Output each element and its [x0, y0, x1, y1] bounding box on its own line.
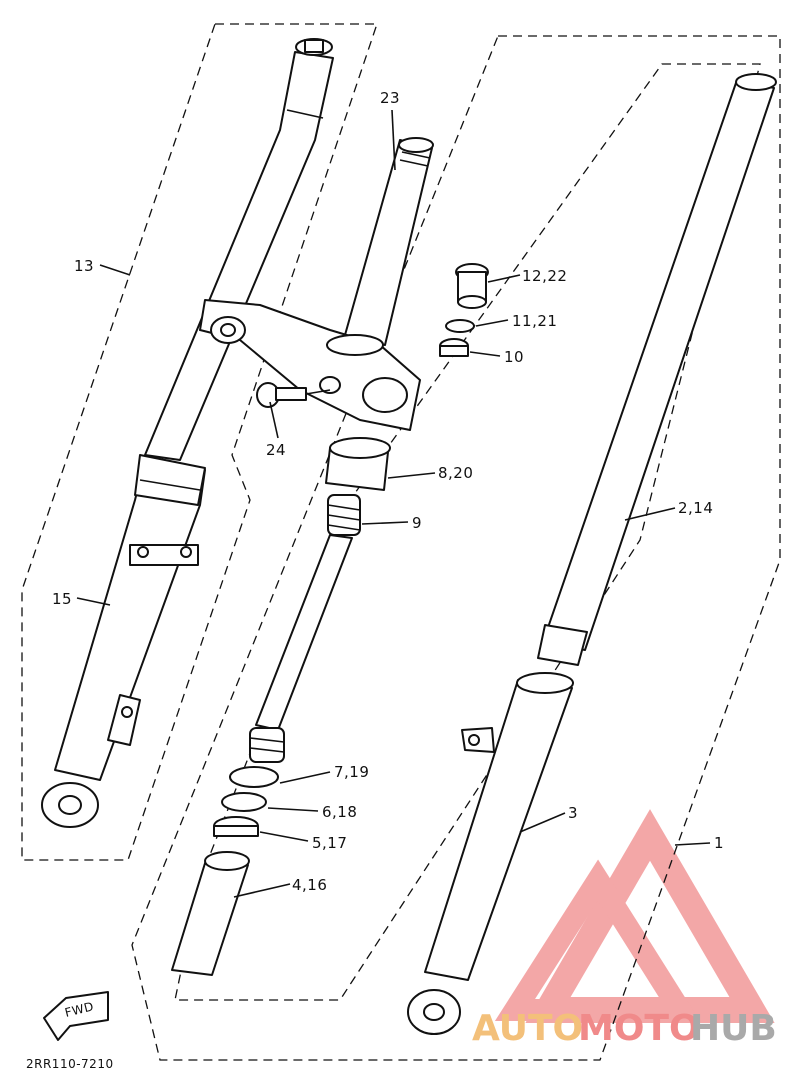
watermark-logo [494, 809, 775, 1023]
right-fork-inner-tube [537, 73, 777, 666]
cap-bolt [455, 263, 489, 309]
bushing-10 [439, 338, 469, 357]
clamp-bolt [256, 382, 331, 408]
right-fork-outer-tube [407, 672, 574, 1035]
watermark-auto: AUTO [472, 1008, 583, 1049]
label-2-14: 2,14 [678, 499, 713, 517]
diagram-code: 2RR110-7210 [26, 1057, 114, 1071]
label-15: 15 [52, 590, 72, 608]
seal-ring [221, 792, 267, 812]
damper-rod-spring [249, 494, 361, 763]
steering-stem-assembly [199, 137, 434, 431]
label-11-21: 11,21 [512, 312, 557, 330]
watermark-moto: MOTO [578, 1008, 700, 1049]
left-fork-outer-tube [41, 454, 206, 828]
dust-seal [325, 437, 391, 491]
label-8-20: 8,20 [438, 464, 473, 482]
label-6-18: 6,18 [322, 803, 357, 821]
label-24: 24 [266, 441, 286, 459]
oil-lock-ring [229, 766, 279, 788]
right-assembly-boundary [131, 35, 781, 1061]
fwd-arrow-icon: FWD [43, 991, 109, 1041]
label-10: 10 [504, 348, 524, 366]
leader-lines [76, 109, 711, 898]
left-fork-inner-tube [144, 38, 334, 461]
fwd-label: FWD [63, 999, 95, 1020]
label-1: 1 [714, 834, 724, 852]
washer [445, 319, 475, 333]
inner-assembly-boundary [174, 63, 761, 1001]
slide-bushing [171, 851, 250, 976]
label-12-22: 12,22 [522, 267, 567, 285]
label-5-17: 5,17 [312, 834, 347, 852]
label-7-19: 7,19 [334, 763, 369, 781]
label-4-16: 4,16 [292, 876, 327, 894]
watermark-wordmark: AUTO MOTO HUB [472, 1008, 777, 1049]
label-23: 23 [380, 89, 400, 107]
label-9: 9 [412, 514, 422, 532]
watermark-hub: HUB [690, 1008, 777, 1049]
label-13: 13 [74, 257, 94, 275]
left-assembly-boundary [21, 23, 378, 861]
oil-seal [213, 816, 259, 837]
label-3: 3 [568, 804, 578, 822]
